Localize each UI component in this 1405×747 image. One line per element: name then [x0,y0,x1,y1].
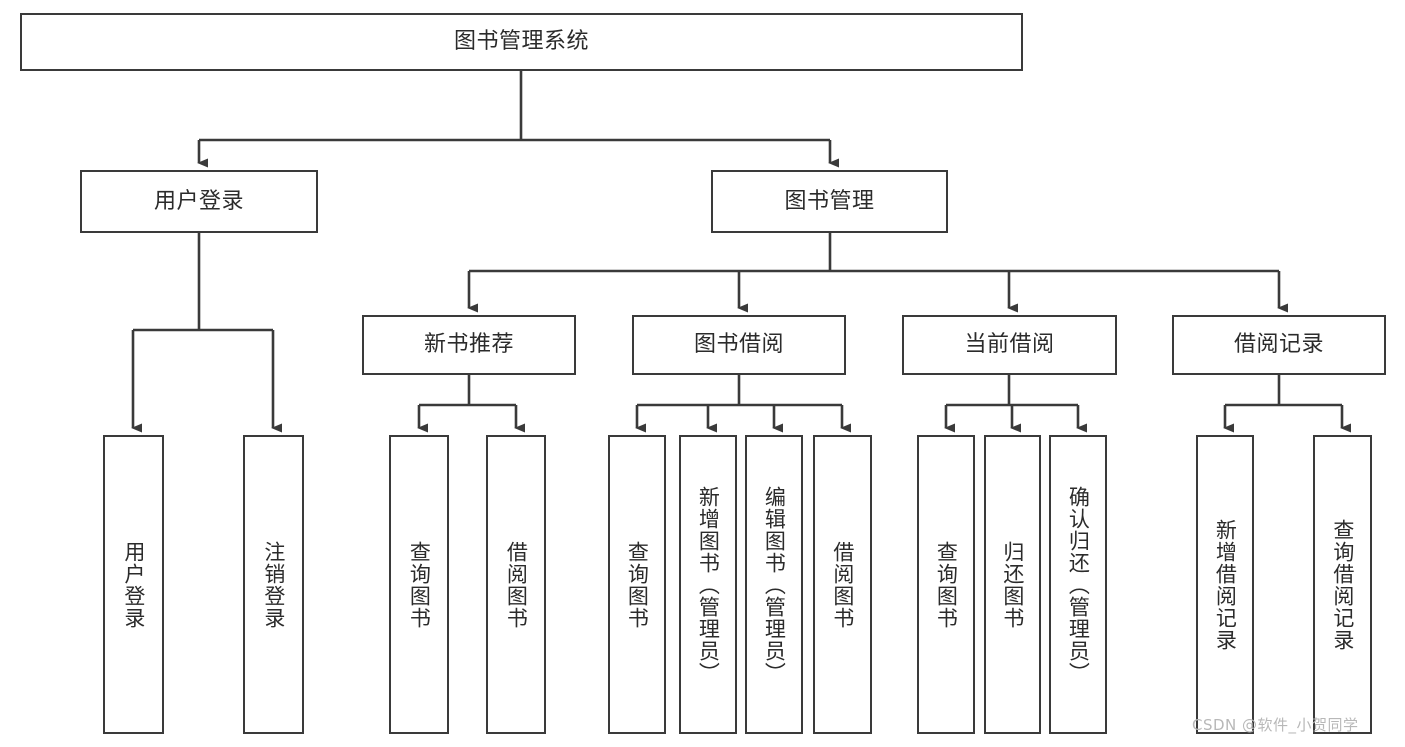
node-user-login[interactable]: 用户登录 [80,170,318,233]
node-root[interactable]: 图书管理系统 [20,13,1023,71]
node-leaf-confirm-return-label: 确认归还（管理员） [1066,485,1091,684]
node-leaf-borrow-book-label: 借阅图书 [830,540,855,629]
node-book-borrow-label: 图书借阅 [693,332,784,358]
node-leaf-edit-book[interactable]: 编辑图书（管理员） [745,435,803,734]
node-leaf-borrow-book-rec[interactable]: 借阅图书 [486,435,546,734]
node-book-borrow[interactable]: 图书借阅 [632,315,846,375]
node-current-borrow-label: 当前借阅 [964,332,1055,358]
node-current-borrow[interactable]: 当前借阅 [902,315,1117,375]
node-borrow-record-label: 借阅记录 [1233,332,1324,358]
node-leaf-add-record-label: 新增借阅记录 [1213,518,1238,651]
node-leaf-borrow-book[interactable]: 借阅图书 [813,435,872,734]
node-borrow-record[interactable]: 借阅记录 [1172,315,1386,375]
node-book-manage[interactable]: 图书管理 [711,170,948,233]
node-leaf-query-record-label: 查询借阅记录 [1330,518,1355,651]
node-leaf-user-login[interactable]: 用户登录 [103,435,164,734]
node-leaf-query-book-cur[interactable]: 查询图书 [917,435,975,734]
node-leaf-confirm-return[interactable]: 确认归还（管理员） [1049,435,1107,734]
node-leaf-query-book-rec-label: 查询图书 [407,540,432,629]
node-new-book-rec[interactable]: 新书推荐 [362,315,576,375]
node-leaf-add-record[interactable]: 新增借阅记录 [1196,435,1254,734]
node-leaf-add-book-label: 新增图书（管理员） [696,485,721,684]
node-leaf-edit-book-label: 编辑图书（管理员） [762,485,787,684]
node-leaf-logout-label: 注销登录 [261,540,286,629]
node-leaf-user-login-label: 用户登录 [121,540,146,629]
node-leaf-query-book-borrow-label: 查询图书 [625,540,650,629]
node-leaf-query-book-rec[interactable]: 查询图书 [389,435,449,734]
node-book-manage-label: 图书管理 [784,188,875,214]
watermark-text: CSDN @软件_小贺同学 [1192,716,1359,734]
node-leaf-query-record[interactable]: 查询借阅记录 [1313,435,1372,734]
node-user-login-label: 用户登录 [153,188,244,214]
node-leaf-query-book-cur-label: 查询图书 [934,540,959,629]
node-leaf-query-book-borrow[interactable]: 查询图书 [608,435,666,734]
node-leaf-add-book[interactable]: 新增图书（管理员） [679,435,737,734]
node-new-book-rec-label: 新书推荐 [423,332,514,358]
node-leaf-return-book[interactable]: 归还图书 [984,435,1041,734]
node-leaf-logout[interactable]: 注销登录 [243,435,304,734]
node-root-label: 图书管理系统 [453,29,589,55]
node-leaf-return-book-label: 归还图书 [1000,540,1025,629]
node-leaf-borrow-book-rec-label: 借阅图书 [504,540,529,629]
